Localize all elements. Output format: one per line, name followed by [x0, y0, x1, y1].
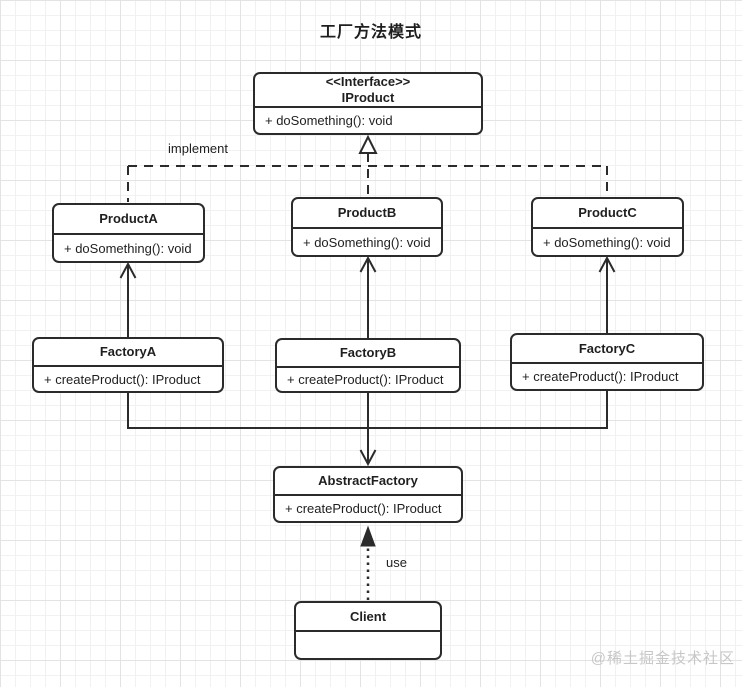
class-client: Client: [294, 601, 442, 660]
class-header: AbstractFactory: [275, 468, 461, 496]
class-factory-b: FactoryB + createProduct(): IProduct: [275, 338, 461, 393]
class-factory-c: FactoryC + createProduct(): IProduct: [510, 333, 704, 391]
class-abstract-factory: AbstractFactory + createProduct(): IProd…: [273, 466, 463, 523]
class-method: + doSomething(): void: [543, 234, 671, 250]
class-product-b: ProductB + doSomething(): void: [291, 197, 443, 257]
class-name: FactoryC: [578, 340, 636, 356]
class-stereotype: <<Interface>>: [325, 74, 411, 89]
class-header: FactoryB: [277, 340, 459, 368]
class-method: + doSomething(): void: [64, 240, 192, 256]
class-header: ProductC: [533, 199, 682, 229]
class-name: ProductA: [99, 211, 158, 226]
class-iproduct: <<Interface>> IProduct + doSomething(): …: [253, 72, 483, 135]
class-method: + createProduct(): IProduct: [44, 371, 201, 387]
class-header: FactoryA: [34, 339, 222, 367]
diagram-title: 工厂方法模式: [319, 24, 422, 41]
class-name: IProduct: [341, 90, 395, 105]
class-method: + createProduct(): IProduct: [287, 372, 444, 387]
class-method: [296, 632, 440, 658]
class-name: Client: [349, 608, 387, 624]
class-header: Client: [296, 603, 440, 632]
class-header: ProductB: [293, 199, 441, 229]
class-method: + doSomething(): void: [303, 234, 431, 250]
class-name: FactoryA: [99, 344, 157, 359]
class-product-a: ProductA + doSomething(): void: [52, 203, 205, 263]
implement-label: implement: [168, 141, 228, 156]
class-method: + createProduct(): IProduct: [285, 501, 442, 516]
class-header: <<Interface>> IProduct: [255, 74, 481, 108]
hollow-triangle-arrowhead-icon: [358, 134, 378, 154]
open-arrowhead-icon: [359, 255, 377, 273]
class-name: FactoryB: [339, 345, 397, 360]
filled-triangle-arrowhead-icon: [360, 525, 376, 547]
class-header: FactoryC: [512, 335, 702, 364]
class-product-c: ProductC + doSomething(): void: [531, 197, 684, 257]
open-arrowhead-icon: [598, 255, 616, 273]
watermark: @稀土掘金技术社区: [590, 650, 735, 667]
class-method: + doSomething(): void: [265, 113, 393, 128]
use-label: use: [386, 555, 407, 570]
class-factory-a: FactoryA + createProduct(): IProduct: [32, 337, 224, 393]
class-method: + createProduct(): IProduct: [522, 369, 679, 384]
class-name: ProductC: [578, 205, 637, 220]
open-arrowhead-icon: [119, 261, 137, 279]
class-name: AbstractFactory: [318, 473, 418, 488]
open-arrowhead-icon: [359, 449, 377, 467]
class-name: ProductB: [337, 205, 397, 220]
class-header: ProductA: [54, 205, 203, 235]
